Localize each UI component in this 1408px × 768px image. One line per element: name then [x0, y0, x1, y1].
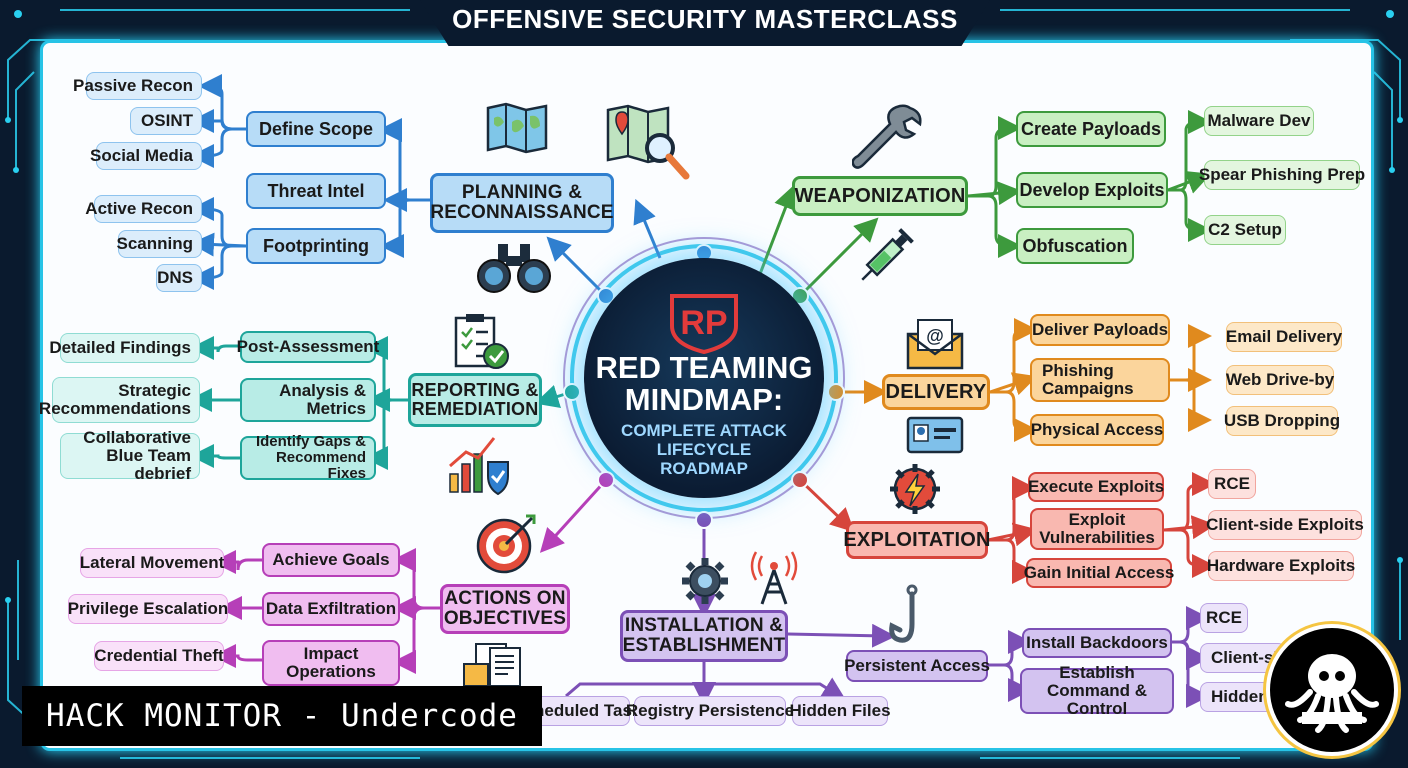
node-social-media: Social Media — [90, 142, 202, 170]
node-post-assessment: Post-Assessment — [237, 331, 379, 363]
node-persistent-access: Persistent Access — [844, 650, 990, 682]
node-lateral-movement: Lateral Movement — [80, 548, 224, 578]
node-registry-persistence: Registry Persistence — [626, 696, 794, 726]
center-subtitle-line-1: COMPLETE ATTACK — [621, 421, 787, 440]
title-banner — [420, 0, 990, 46]
node-installation: INSTALLATION & ESTABLISHMENT — [620, 610, 788, 662]
lightning-gear-icon — [890, 464, 940, 514]
node-install-rce: RCE — [1200, 603, 1248, 633]
node-usb-dropping: USB Dropping — [1224, 406, 1340, 436]
node-dns: DNS — [156, 264, 202, 292]
node-c2-setup: C2 Setup — [1204, 215, 1286, 245]
node-exploit-vulnerabilities: Exploit Vulnerabilities — [1030, 508, 1164, 550]
node-achieve-goals: Achieve Goals — [262, 543, 400, 577]
rp-shield-logo: RP — [670, 293, 738, 354]
node-physical-access: Physical Access — [1030, 414, 1164, 446]
node-blue-team-debrief: Collaborative Blue Team debrief — [60, 429, 200, 482]
center-subtitle: COMPLETE ATTACK LIFECYCLE ROADMAP — [621, 421, 787, 478]
node-phishing-campaigns: Phishing Campaigns — [1030, 358, 1170, 402]
node-delivery: DELIVERY — [882, 374, 990, 410]
node-spear-phishing-prep: Spear Phishing Prep — [1199, 160, 1365, 190]
node-web-drive-by: Web Drive-by — [1226, 365, 1334, 395]
node-credential-theft: Credential Theft — [94, 641, 224, 671]
center-subtitle-line-2: LIFECYCLE — [656, 440, 752, 460]
node-scheduled-tasks: Scheduled Tasks — [513, 696, 651, 726]
node-hardware-exploits: Hardware Exploits — [1207, 551, 1355, 581]
node-hidden-files: Hidden Files — [789, 696, 891, 726]
hook-icon — [889, 584, 918, 643]
node-threat-intel: Threat Intel — [246, 173, 386, 209]
node-impact-operations: Impact Operations — [262, 640, 400, 686]
node-install-hidden: Hidden Files — [1200, 682, 1276, 712]
node-active-recon: Active Recon — [85, 195, 202, 223]
center-title-line-2: MINDMAP: — [624, 382, 784, 418]
svg-text:RP: RP — [680, 304, 727, 342]
node-deliver-payloads: Deliver Payloads — [1030, 314, 1170, 346]
node-install-client-side: Client-side Exploits — [1200, 643, 1286, 673]
node-analysis-metrics: Analysis & Metrics — [240, 378, 376, 422]
node-data-exfiltration: Data Exfiltration — [262, 592, 400, 626]
node-email-delivery: Email Delivery — [1226, 322, 1342, 352]
node-create-payloads: Create Payloads — [1016, 111, 1166, 147]
node-footprinting: Footprinting — [246, 228, 386, 264]
node-privilege-escalation: Privilege Escalation — [68, 594, 228, 624]
node-exploitation: EXPLOITATION — [843, 521, 990, 559]
node-identify-gaps: Identify Gaps & Recommend Fixes — [240, 434, 376, 481]
node-scanning: Scanning — [116, 230, 202, 258]
octopus-logo-icon — [1285, 654, 1379, 733]
node-execute-exploits: Execute Exploits — [1028, 472, 1164, 502]
node-strategic-recommendations: Strategic Recommendations — [39, 377, 200, 423]
node-reporting: REPORTING & REMEDIATION — [408, 373, 542, 427]
watermark-banner: HACK MONITOR - Undercode — [22, 686, 542, 746]
octopus-logo-badge — [1266, 624, 1398, 756]
node-obfuscation: Obfuscation — [1016, 228, 1134, 264]
map-icon — [486, 102, 548, 154]
location-map-icon — [606, 104, 690, 180]
envelope-icon: @ — [906, 319, 964, 370]
wrench-icon — [852, 104, 922, 169]
node-rce: RCE — [1208, 469, 1256, 499]
node-establish-c2: Establish Command & Control — [1020, 664, 1174, 717]
node-osint: OSINT — [130, 107, 202, 135]
svg-text:@: @ — [926, 326, 944, 346]
center-title: RED TEAMING MINDMAP: — [595, 349, 813, 418]
gear-icon — [682, 558, 728, 604]
node-detailed-findings: Detailed Findings — [49, 333, 200, 363]
node-actions-on-objectives: ACTIONS ON OBJECTIVES — [440, 584, 570, 634]
id-card-icon — [906, 416, 964, 454]
antenna-icon — [750, 551, 798, 605]
center-title-line-1: RED TEAMING — [595, 349, 813, 385]
checklist-icon — [454, 314, 509, 369]
page-title: OFFENSIVE SECURITY MASTERCLASS — [452, 4, 958, 34]
center-subtitle-line-3: ROADMAP — [660, 459, 748, 479]
center-hub: RP RED TEAMING MINDMAP: COMPLETE ATTACK … — [584, 258, 824, 498]
node-define-scope: Define Scope — [246, 111, 386, 147]
documents-icon — [463, 643, 521, 687]
chart-shield-icon — [449, 437, 509, 496]
syringe-icon — [861, 228, 914, 281]
node-client-side-exploits: Client-side Exploits — [1206, 510, 1364, 540]
node-install-backdoors: Install Backdoors — [1022, 628, 1172, 658]
node-weaponization: WEAPONIZATION — [792, 176, 968, 216]
node-develop-exploits: Develop Exploits — [1016, 172, 1168, 208]
binoculars-icon — [477, 244, 551, 293]
node-malware-dev: Malware Dev — [1204, 106, 1314, 136]
node-passive-recon: Passive Recon — [73, 72, 202, 100]
target-icon — [476, 514, 536, 574]
node-planning: PLANNING & RECONNAISSANCE — [430, 173, 614, 233]
node-gain-initial-access: Gain Initial Access — [1024, 558, 1174, 588]
